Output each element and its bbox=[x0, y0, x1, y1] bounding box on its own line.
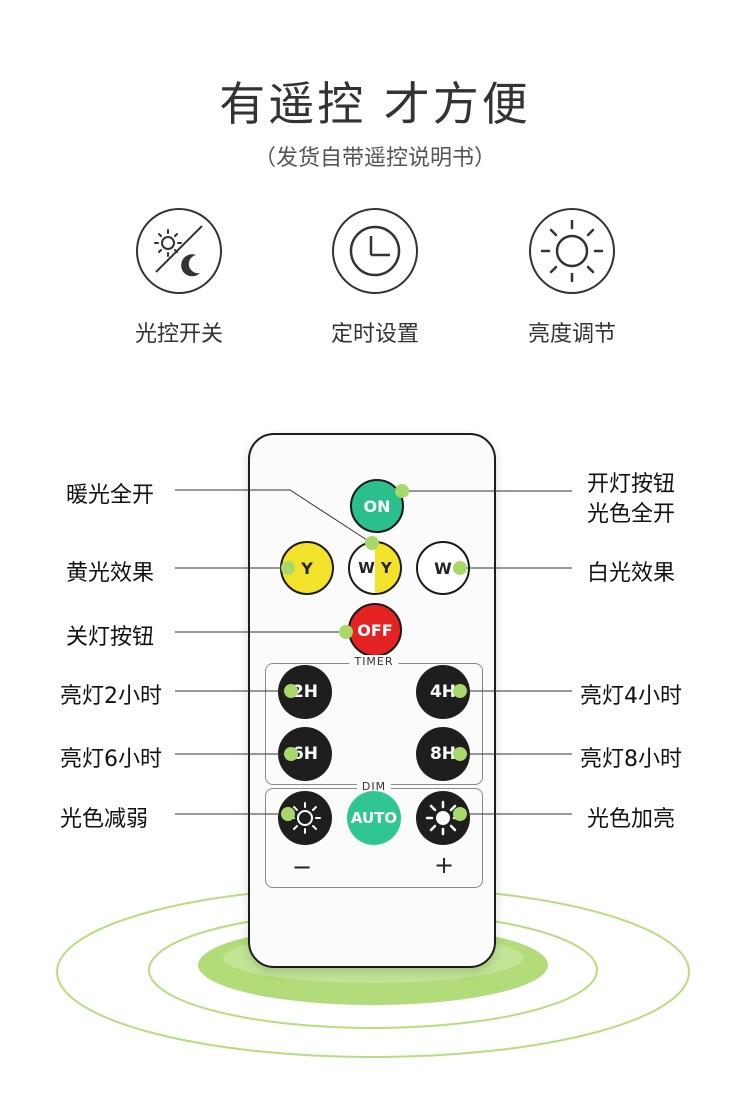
callout-6h: 亮灯6小时 bbox=[60, 747, 162, 772]
callout-dim-down: 光色减弱 bbox=[60, 807, 149, 832]
dim-label: DIM bbox=[356, 780, 392, 793]
callout-dot bbox=[453, 807, 467, 821]
page-title: 有遥控 才方便 bbox=[219, 77, 531, 131]
clock-icon bbox=[332, 208, 418, 294]
feature-label: 亮度调节 bbox=[527, 322, 616, 347]
callout-dot bbox=[453, 561, 467, 575]
auto-button[interactable]: AUTO bbox=[347, 791, 401, 845]
auto-button-label: AUTO bbox=[350, 809, 398, 827]
callout-dot bbox=[281, 561, 295, 575]
sun-brightness-icon bbox=[529, 208, 615, 294]
callout-dot bbox=[453, 747, 467, 761]
feature-label: 光控开关 bbox=[134, 322, 223, 347]
timer-6h-label: 6H bbox=[291, 744, 319, 764]
on-button[interactable]: ON bbox=[350, 479, 404, 533]
callout-warm-full: 暖光全开 bbox=[66, 483, 155, 508]
warm-light-button[interactable]: W Y bbox=[348, 541, 402, 595]
wy-w-label: W bbox=[358, 559, 375, 577]
callout-8h: 亮灯8小时 bbox=[580, 747, 682, 772]
timer-8h-label: 8H bbox=[429, 744, 457, 764]
yellow-button-label: Y bbox=[301, 558, 313, 578]
callout-2h: 亮灯2小时 bbox=[60, 684, 162, 709]
timer-4h-button[interactable]: 4H bbox=[416, 665, 470, 719]
feature-light-control: 光控开关 bbox=[89, 208, 269, 348]
page-subtitle: （发货自带遥控说明书） bbox=[253, 146, 496, 171]
callout-dim-up: 光色加亮 bbox=[587, 807, 676, 832]
sun-bright-icon bbox=[425, 800, 461, 836]
callout-white-effect: 白光效果 bbox=[587, 561, 676, 586]
white-button-label: W bbox=[434, 558, 452, 578]
callout-dot bbox=[281, 807, 295, 821]
callout-on-button: 开灯按钮 bbox=[587, 472, 676, 497]
callout-yellow-effect: 黄光效果 bbox=[66, 561, 155, 586]
feature-timer: 定时设置 bbox=[285, 208, 465, 348]
callout-full-color: 光色全开 bbox=[587, 502, 676, 527]
callout-dot bbox=[284, 684, 298, 698]
light-control-icon bbox=[136, 208, 222, 294]
on-button-label: ON bbox=[363, 496, 391, 516]
callout-dot bbox=[395, 484, 409, 498]
timer-label: TIMER bbox=[349, 655, 399, 668]
feature-brightness: 亮度调节 bbox=[482, 208, 662, 348]
feature-label: 定时设置 bbox=[330, 322, 419, 347]
callout-dot bbox=[284, 747, 298, 761]
callout-dot bbox=[339, 625, 353, 639]
dim-section: DIM bbox=[265, 780, 483, 888]
wy-y-label: Y bbox=[380, 559, 392, 577]
callout-4h: 亮灯4小时 bbox=[580, 684, 682, 709]
callout-off-button: 关灯按钮 bbox=[66, 625, 155, 650]
sun-dim-icon bbox=[289, 802, 321, 834]
off-button[interactable]: OFF bbox=[348, 603, 402, 657]
callout-dot bbox=[453, 684, 467, 698]
minus-sign: − bbox=[292, 853, 313, 881]
timer-4h-label: 4H bbox=[429, 682, 457, 702]
off-button-label: OFF bbox=[357, 620, 393, 640]
timer-2h-label: 2H bbox=[291, 682, 319, 702]
callout-dot bbox=[365, 536, 379, 550]
plus-sign: + bbox=[434, 851, 455, 879]
